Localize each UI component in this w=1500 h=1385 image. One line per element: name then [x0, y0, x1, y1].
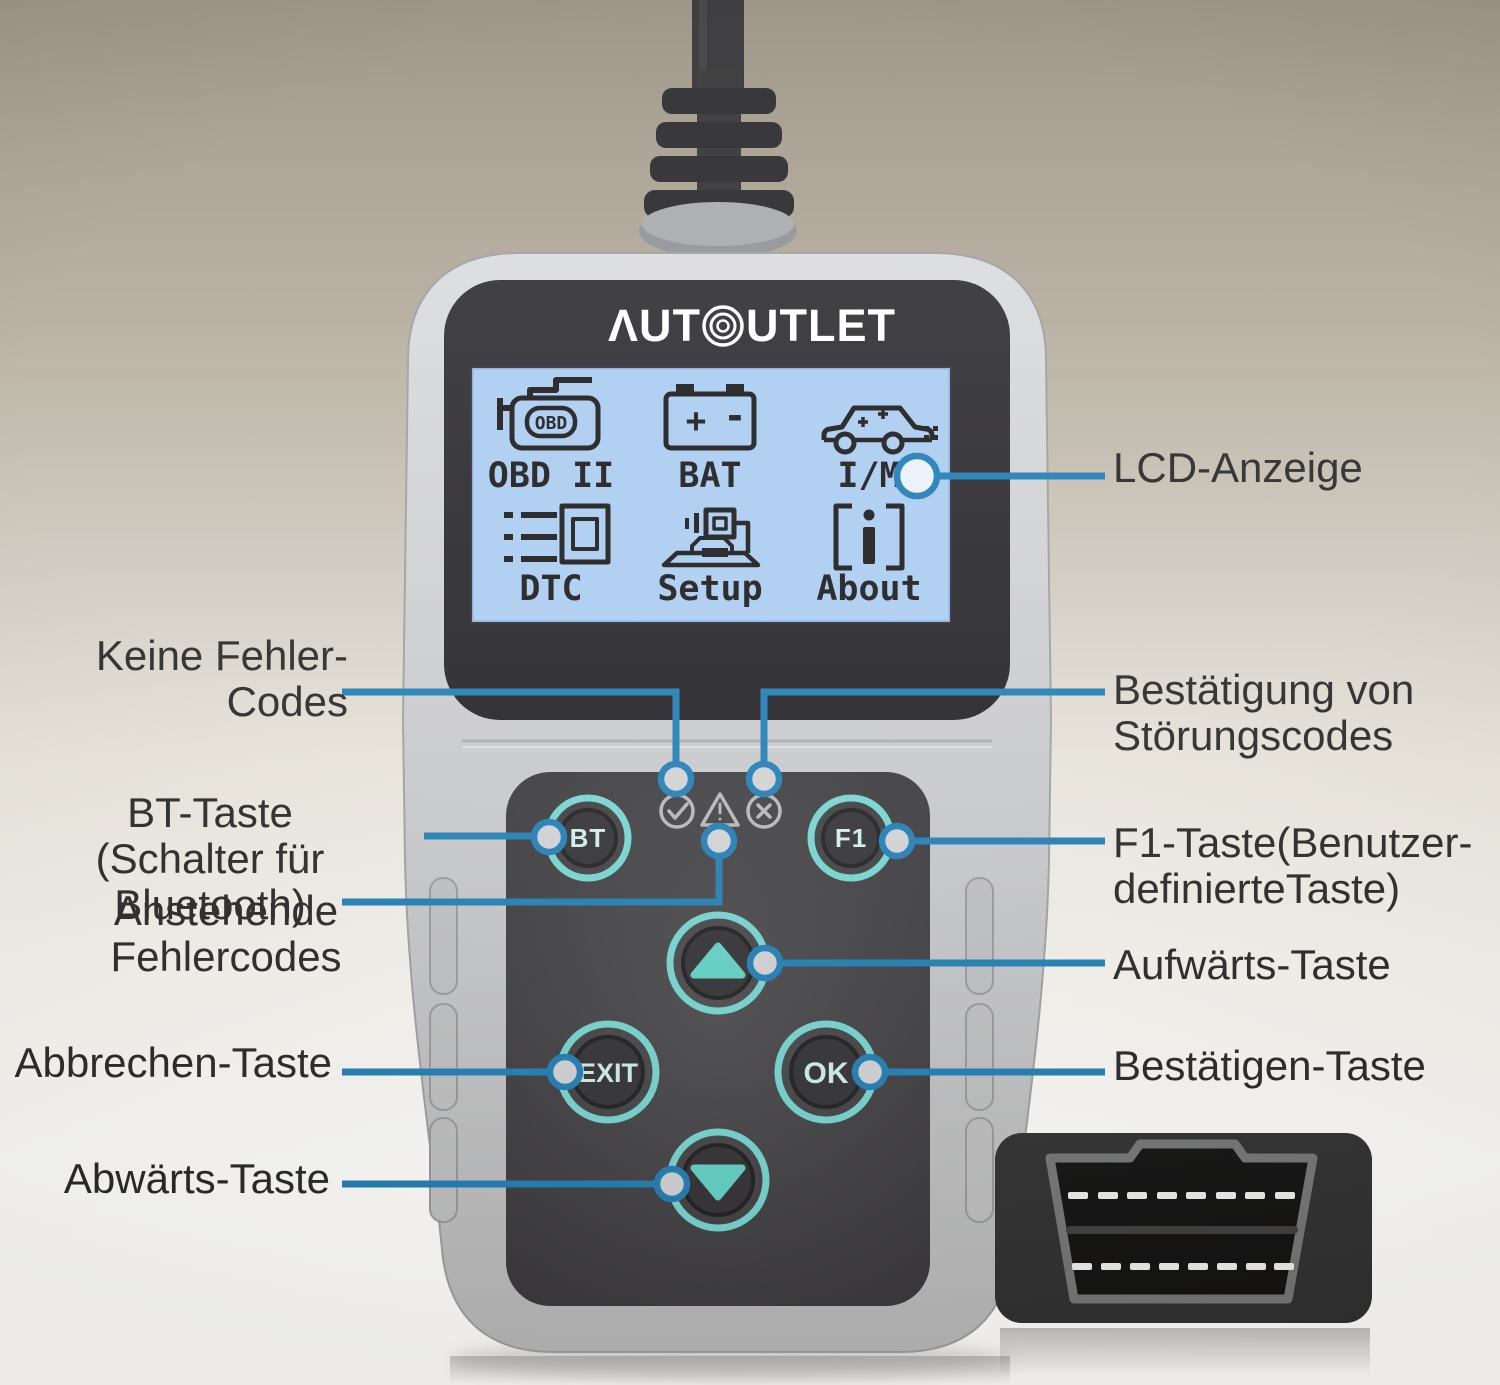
battery-minus-glyph: - [724, 394, 747, 438]
callout-dot-confirmed-codes [745, 760, 783, 798]
connector-pins [1068, 1192, 1295, 1270]
battery-icon [663, 384, 757, 451]
label-f1-button: F1-Taste(Benutzer- definierteTaste) [1113, 819, 1473, 913]
label-confirmed-fault-codes: Bestätigung von Störungscodes [1113, 666, 1415, 760]
connector-pin [1275, 1192, 1295, 1199]
obd2-connector [995, 1133, 1372, 1376]
menu-label-about: About [816, 569, 921, 609]
up-arrow-icon [690, 942, 746, 979]
connector-pin [1216, 1192, 1236, 1199]
device-reflection [450, 1356, 1010, 1385]
brand-logo-part1: ΛUT [608, 300, 701, 351]
connector-reflection [1000, 1328, 1370, 1376]
side-grip-button [429, 1003, 458, 1111]
brand-logo-o-icon [702, 305, 744, 347]
connector-pin [1246, 1263, 1266, 1270]
connector-pin [1188, 1263, 1208, 1270]
label-up-button: Aufwärts-Taste [1113, 941, 1391, 988]
label-lcd-display: LCD-Anzeige [1113, 444, 1363, 491]
side-grip-button [429, 1117, 458, 1223]
f1-button-label: F1 [835, 823, 867, 853]
label-pending-fault-codes: Anstehende Fehlercodes [110, 887, 342, 981]
connector-pin [1072, 1263, 1092, 1270]
callout-dot-no-codes [657, 760, 695, 798]
connector-pin [1157, 1192, 1177, 1199]
connector-pin [1127, 1192, 1147, 1199]
callout-line-pending-codes [342, 857, 723, 906]
battery-plus-glyph: + [686, 401, 706, 441]
callout-lines [342, 472, 1105, 1188]
connector-pin [1245, 1192, 1265, 1199]
menu-label-im: I/M [837, 456, 900, 496]
callout-line-confirmed-codes [760, 688, 1105, 763]
side-grip-button [429, 877, 458, 995]
callout-dot-bt [530, 818, 568, 856]
menu-label-dtc: DTC [519, 569, 582, 609]
engine-obd-icon [497, 377, 601, 451]
callout-dot-lcd [893, 452, 941, 500]
side-grip-button [965, 1117, 994, 1223]
setup-machine-icon [661, 507, 761, 568]
menu-label-bat: BAT [678, 456, 741, 496]
about-info-icon [833, 503, 905, 571]
menu-label-obd2: OBD II [488, 456, 614, 496]
connector-pin [1101, 1263, 1121, 1270]
callout-dot-up [746, 944, 784, 982]
callout-dots [530, 452, 941, 1203]
brand-logo: ΛUT UTLET [608, 300, 896, 351]
ok-button-label: OK [804, 1057, 849, 1090]
engine-obd-badge: OBD [535, 413, 568, 434]
label-confirm-button: Bestätigen-Taste [1113, 1042, 1426, 1089]
car-inspection-icon [821, 405, 938, 455]
callout-dot-down [653, 1165, 691, 1203]
menu-label-setup: Setup [657, 569, 762, 609]
callout-dot-f1 [878, 822, 916, 860]
label-bt-button: BT-Taste (Schalter für Bluetooth) [95, 789, 325, 929]
label-down-button: Abwärts-Taste [63, 1155, 330, 1202]
down-arrow-icon [690, 1164, 746, 1201]
label-cancel-button: Abbrechen-Taste [14, 1039, 332, 1086]
callout-line-no-codes [342, 688, 680, 763]
trouble-codes-icon [504, 503, 611, 565]
brand-logo-part2: UTLET [746, 300, 896, 351]
connector-pin [1217, 1263, 1237, 1270]
side-grip-button [965, 1003, 994, 1111]
label-no-fault-codes: Keine Fehler-Codes [95, 632, 348, 726]
obd-cable [639, 0, 797, 258]
callout-dot-pending-codes [700, 822, 738, 860]
callout-dot-ok [851, 1053, 889, 1091]
bt-button[interactable]: BT [544, 794, 632, 882]
connector-pin [1098, 1192, 1118, 1199]
connector-pin [1159, 1263, 1179, 1270]
bt-button-label: BT [570, 823, 607, 853]
connector-pin [1130, 1263, 1150, 1270]
connector-pin [1186, 1192, 1206, 1199]
callout-dot-exit [546, 1053, 584, 1091]
connector-slot [1066, 1226, 1298, 1234]
side-grip-button [965, 877, 994, 995]
connector-socket [1045, 1139, 1318, 1304]
exit-button-label: EXIT [578, 1058, 639, 1088]
connector-pin [1274, 1263, 1294, 1270]
connector-pin [1068, 1192, 1088, 1199]
